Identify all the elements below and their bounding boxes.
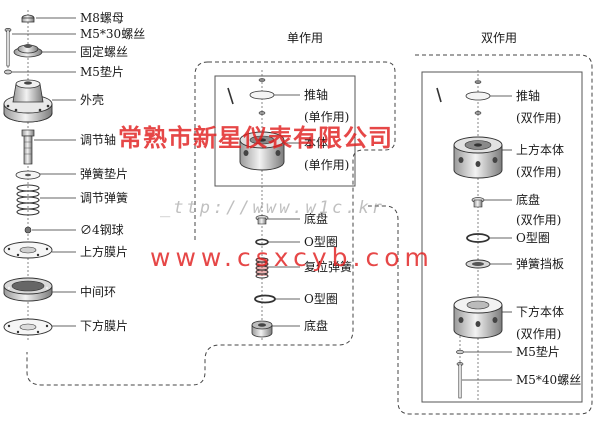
label-single-return-spring: 复位弹簧	[304, 260, 353, 274]
m5-washer-part	[4, 69, 12, 75]
double-bottom-plate-part	[471, 197, 485, 208]
housing-part	[3, 79, 53, 123]
label-steel-ball: ∅4钢球	[80, 223, 124, 237]
label-spring-washer: 弹簧垫片	[80, 167, 129, 181]
label-fixing-screw: 固定螺丝	[80, 45, 129, 59]
label-double-upper-body-note: (双作用)	[516, 165, 562, 179]
single-leader-lines	[268, 94, 300, 327]
label-m5-30-screw: M5*30螺丝	[80, 27, 146, 41]
label-m5-washer: M5垫片	[80, 65, 124, 79]
watermark-site: www.csxcyb.com	[150, 243, 434, 272]
double-upper-box	[421, 71, 583, 403]
label-double-push-shaft-note: (双作用)	[516, 111, 562, 125]
single-body-part	[239, 131, 285, 171]
label-double-spring-retainer: 弹簧挡板	[516, 257, 565, 271]
label-upper-diaphragm: 上方膜片	[80, 245, 129, 259]
label-lower-diaphragm: 下方膜片	[80, 319, 129, 333]
single-pin-part	[227, 87, 234, 105]
label-double-lower-body-note: (双作用)	[516, 327, 562, 341]
single-bottom-plate-2-part	[251, 320, 273, 338]
header-single-action: 单作用	[287, 31, 324, 45]
label-double-push-shaft: 推轴	[516, 89, 541, 103]
label-double-upper-body: 上方本体	[516, 143, 565, 157]
label-single-o-ring-2: O型圈	[304, 292, 338, 306]
label-double-bottom-plate-note: (双作用)	[516, 213, 562, 227]
label-double-bottom-plate: 底盘	[516, 193, 541, 207]
single-upper-box	[214, 75, 356, 187]
double-lower-body-part	[453, 296, 503, 339]
label-single-o-ring-1: O型圈	[304, 235, 338, 249]
label-single-bottom-plate-2: 底盘	[304, 319, 329, 333]
double-washer-part	[456, 349, 464, 355]
single-push-shaft-part	[249, 78, 275, 115]
label-double-screw: M5*40螺丝	[516, 373, 582, 387]
label-housing: 外壳	[80, 93, 105, 107]
label-single-body: 本体	[304, 136, 329, 150]
label-double-o-ring: O型圈	[516, 231, 550, 245]
label-adjusting-shaft: 调节轴	[80, 133, 117, 147]
label-single-push-shaft-note: (单作用)	[304, 110, 350, 124]
lower-diaphragm-part	[3, 318, 53, 336]
adjusting-shaft-part	[21, 129, 35, 165]
label-double-washer: M5垫片	[516, 345, 560, 359]
middle-ring-part	[3, 277, 53, 302]
double-spring-retainer-part	[465, 259, 491, 269]
watermark-company: 常熟市新星仪表有限公司	[118, 124, 393, 152]
header-double-action: 双作用	[481, 31, 518, 45]
single-group-outline	[26, 61, 396, 386]
label-single-bottom-plate: 底盘	[304, 212, 329, 226]
m5-30-screw-part	[4, 28, 12, 67]
label-double-lower-body: 下方本体	[516, 305, 565, 319]
watermark-url-faint: _ttp://www.w1c.kr	[160, 198, 385, 218]
label-middle-ring: 中间环	[80, 285, 117, 299]
left-leader-lines	[12, 17, 76, 327]
steel-ball-part	[24, 226, 32, 234]
spring-washer-part	[15, 170, 41, 180]
double-group-outline	[368, 54, 593, 415]
single-return-spring-part	[255, 257, 269, 279]
double-leader-lines	[462, 95, 512, 381]
adjusting-spring-part	[16, 184, 40, 216]
double-pin-part	[436, 87, 442, 103]
label-single-push-shaft: 推轴	[304, 88, 329, 102]
m8-nut-part	[21, 14, 35, 23]
double-upper-body-part	[453, 136, 503, 179]
double-push-shaft-part	[465, 80, 491, 115]
label-adjusting-spring: 调节弹簧	[80, 191, 129, 205]
label-single-body-note: (单作用)	[304, 158, 350, 172]
fixing-screw-part	[13, 44, 43, 58]
double-screw-part	[456, 362, 464, 399]
upper-diaphragm-part	[3, 241, 53, 259]
label-m8-nut: M8螺母	[80, 11, 124, 25]
single-o-ring-2-part	[254, 294, 276, 304]
single-bottom-plate-part	[255, 215, 269, 225]
